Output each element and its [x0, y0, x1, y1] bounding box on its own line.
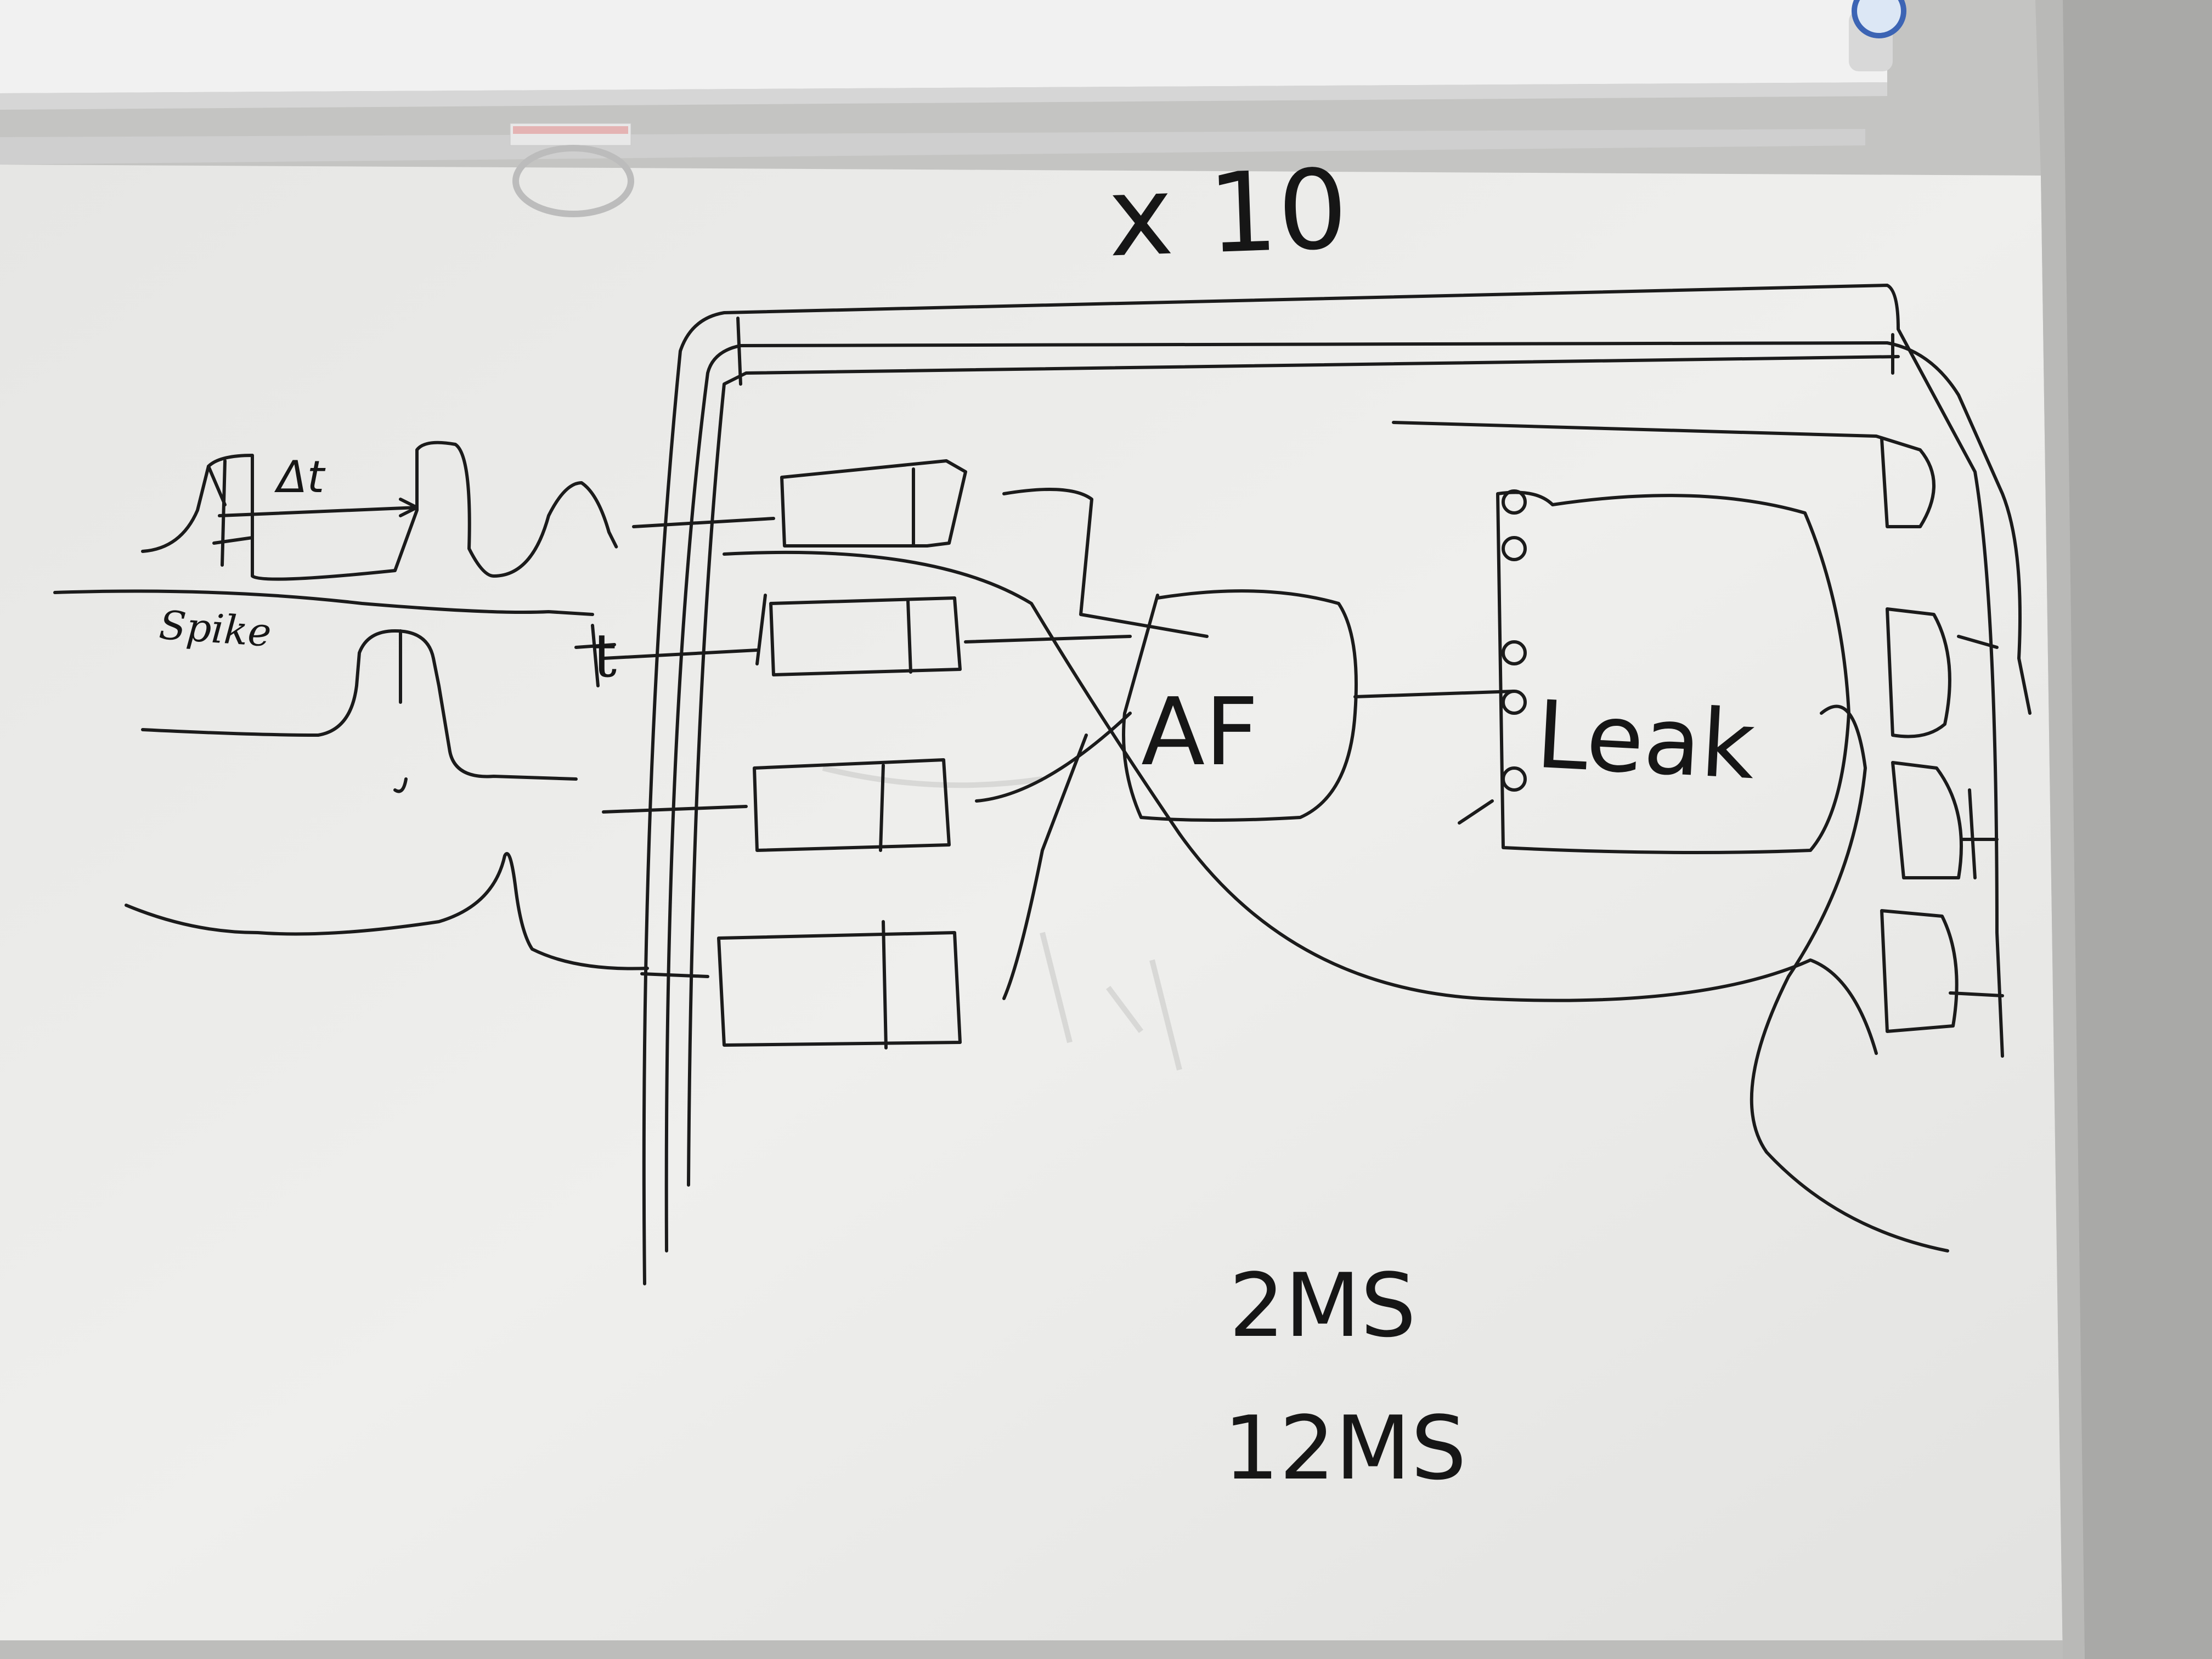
timing-label-second: 12MS	[1223, 1404, 1466, 1492]
delta-t-label: Δt	[277, 455, 324, 499]
timing-label-first: 2MS	[1229, 1262, 1416, 1350]
board-surface	[0, 165, 2063, 1659]
board-frame-bottom	[0, 1640, 2063, 1659]
spike-label: Spike	[158, 605, 273, 652]
multiplier-label: x 10	[1107, 155, 1350, 273]
wall	[2063, 0, 2212, 1659]
screen-case	[0, 0, 1887, 93]
af-block-label: AF	[1141, 686, 1259, 779]
leak-block-label: Leak	[1534, 689, 1757, 793]
time-axis-label: t	[592, 625, 617, 686]
